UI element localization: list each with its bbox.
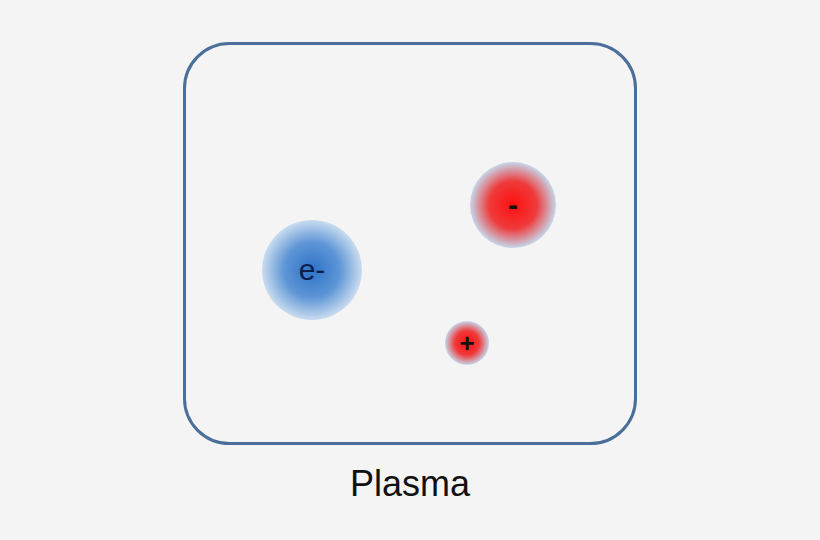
electron-particle: e- [262,220,362,320]
plasma-container: Plasma-e-+ [183,42,637,445]
caption-text: Plasma [183,463,637,505]
charge-label: + [459,330,474,356]
anion-particle: - [470,162,556,248]
charge-label: e- [299,255,326,285]
cation-particle: + [445,321,489,365]
charge-label: - [508,190,518,220]
container-outline [183,42,637,445]
